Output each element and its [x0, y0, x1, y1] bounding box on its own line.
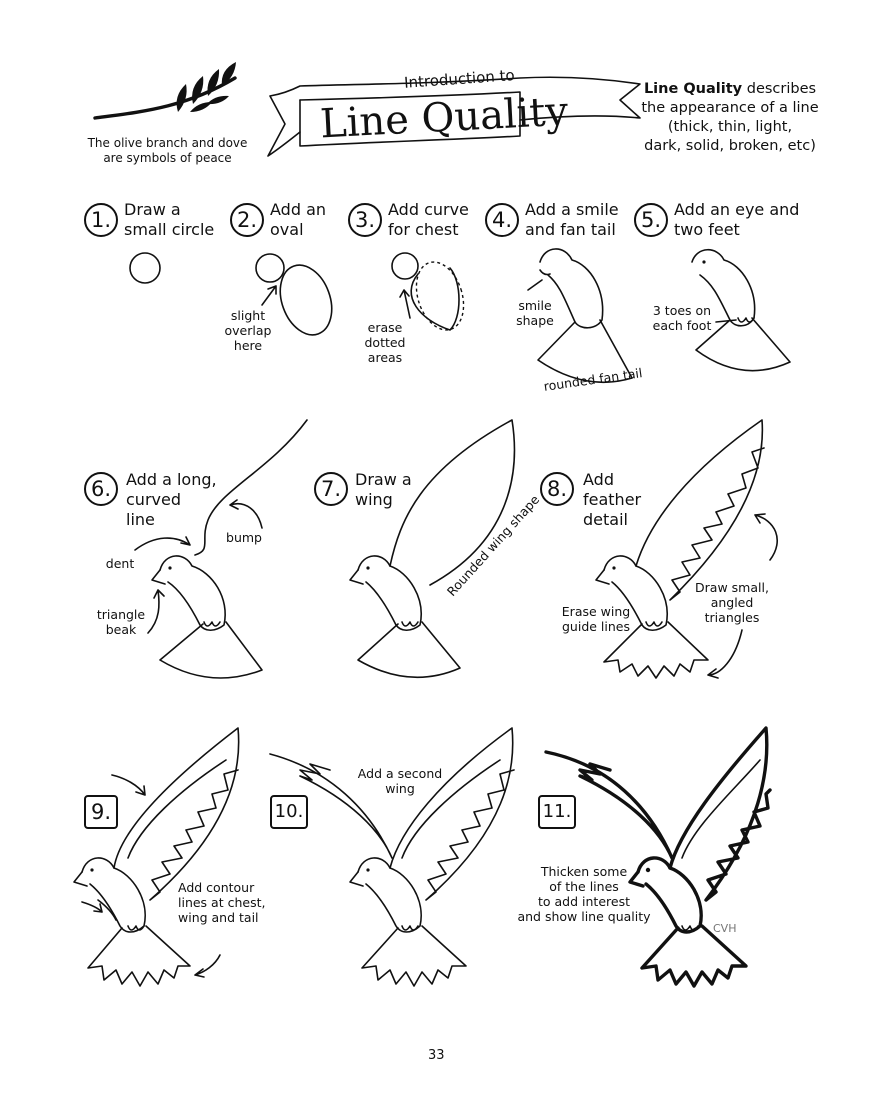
definition-text: describes the appearance of a line (thic… — [641, 81, 819, 154]
step-label-7: Draw a wing — [355, 470, 412, 509]
step-number-9: 9. — [84, 795, 118, 829]
step-number-7: 7. — [314, 472, 348, 506]
step11-drawing — [544, 726, 772, 988]
step-label-8: Add feather detail — [583, 470, 642, 529]
definition-term: Line Quality — [643, 81, 743, 97]
step4-drawing — [527, 248, 633, 384]
olive-branch-icon — [93, 62, 237, 120]
step-number-5: 5. — [634, 203, 668, 237]
note-bump: bump — [226, 530, 262, 545]
step-number-1: 1. — [84, 203, 118, 237]
note-erase-guide: Erase wing guide lines — [561, 604, 631, 634]
step-number-2: 2. — [230, 203, 264, 237]
note-draw-triangles: Draw small, angled triangles — [695, 580, 769, 625]
step1-circle — [129, 252, 161, 284]
artist-signature: CVH — [713, 922, 737, 935]
step8-drawing — [595, 419, 779, 679]
step-label-6: Add a long, curved line — [126, 470, 217, 529]
note-triangle-beak: triangle beak — [96, 607, 146, 637]
step-number-4: 4. — [485, 203, 519, 237]
step-label-4: Add a smile and fan tail — [525, 200, 619, 239]
note-second-wing: Add a second wing — [357, 766, 443, 796]
note-three-toes: 3 toes on each foot — [652, 303, 712, 333]
step10-drawing — [269, 727, 515, 987]
step-label-2: Add an oval — [270, 200, 327, 239]
page-number: 33 — [428, 1048, 445, 1063]
definition-block: Line Quality describes the appearance of… — [640, 80, 820, 156]
step-number-10: 10. — [270, 795, 308, 829]
step-label-3: Add curve for chest — [388, 200, 469, 239]
step7-drawing — [349, 419, 516, 679]
note-smile-shape: smile shape — [516, 298, 554, 328]
note-erase-dotted: erase dotted areas — [364, 320, 406, 365]
step2-drawing — [255, 253, 333, 336]
step6-drawing — [134, 419, 308, 679]
step-number-11: 11. — [538, 795, 576, 829]
note-dent: dent — [105, 556, 135, 571]
olive-caption: The olive branch and dove are symbols of… — [87, 136, 248, 165]
step-number-3: 3. — [348, 203, 382, 237]
step9-drawing — [73, 727, 240, 987]
step3-drawing — [391, 252, 465, 331]
note-thicken: Thicken some of the lines to add interes… — [517, 864, 651, 924]
title-banner — [267, 76, 641, 157]
note-slight-overlap: slight overlap here — [224, 308, 272, 353]
note-add-contour: Add contour lines at chest, wing and tai… — [178, 880, 266, 925]
step5-drawing — [691, 248, 791, 372]
step-number-6: 6. — [84, 472, 118, 506]
step-label-5: Add an eye and two feet — [674, 200, 800, 239]
step-label-1: Draw a small circle — [124, 200, 215, 239]
step-number-8: 8. — [540, 472, 574, 506]
